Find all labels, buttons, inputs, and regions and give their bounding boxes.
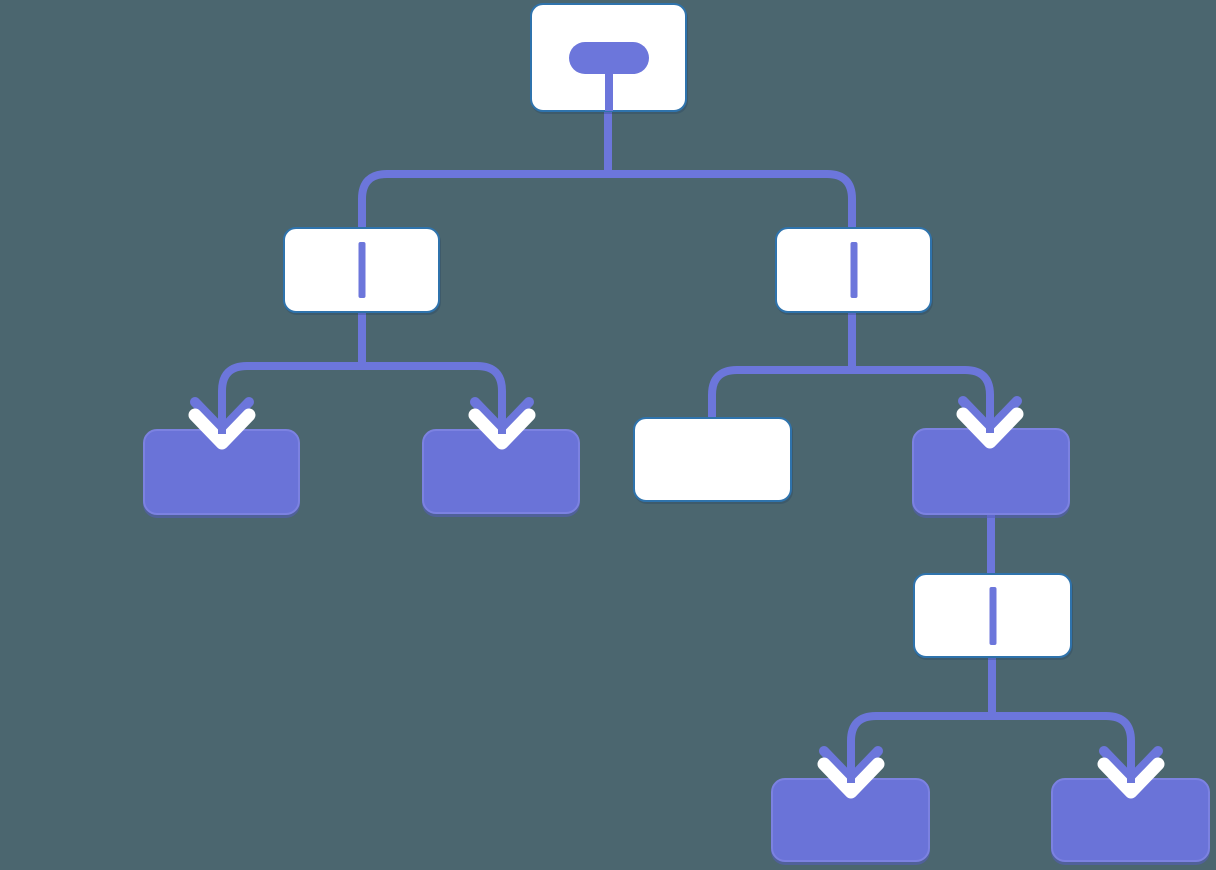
edge-branch-left-to-leaves	[218, 362, 506, 424]
branch-left-line-glyph	[358, 242, 365, 298]
chevron-white-icon	[1097, 757, 1165, 799]
chevron-white-icon	[817, 757, 885, 799]
chevron-white-icon	[956, 407, 1024, 449]
pass-node-line-glyph	[989, 586, 996, 645]
node-pass[interactable]	[913, 573, 1072, 658]
edge-pass-node-to-leaves	[847, 712, 1135, 773]
root-pill-glyph	[568, 42, 649, 74]
node-child-plain[interactable]	[633, 417, 792, 502]
branch-right-line-glyph	[850, 242, 857, 298]
edge-root-to-branches	[358, 170, 856, 229]
node-root[interactable]	[530, 3, 687, 112]
node-branch-left[interactable]	[283, 227, 440, 313]
root-pill-stem	[604, 71, 613, 111]
chevron-white-icon	[468, 408, 536, 450]
node-branch-right[interactable]	[775, 227, 932, 313]
edge-branch-right-to-children	[708, 366, 994, 423]
chevron-white-icon	[188, 408, 256, 450]
